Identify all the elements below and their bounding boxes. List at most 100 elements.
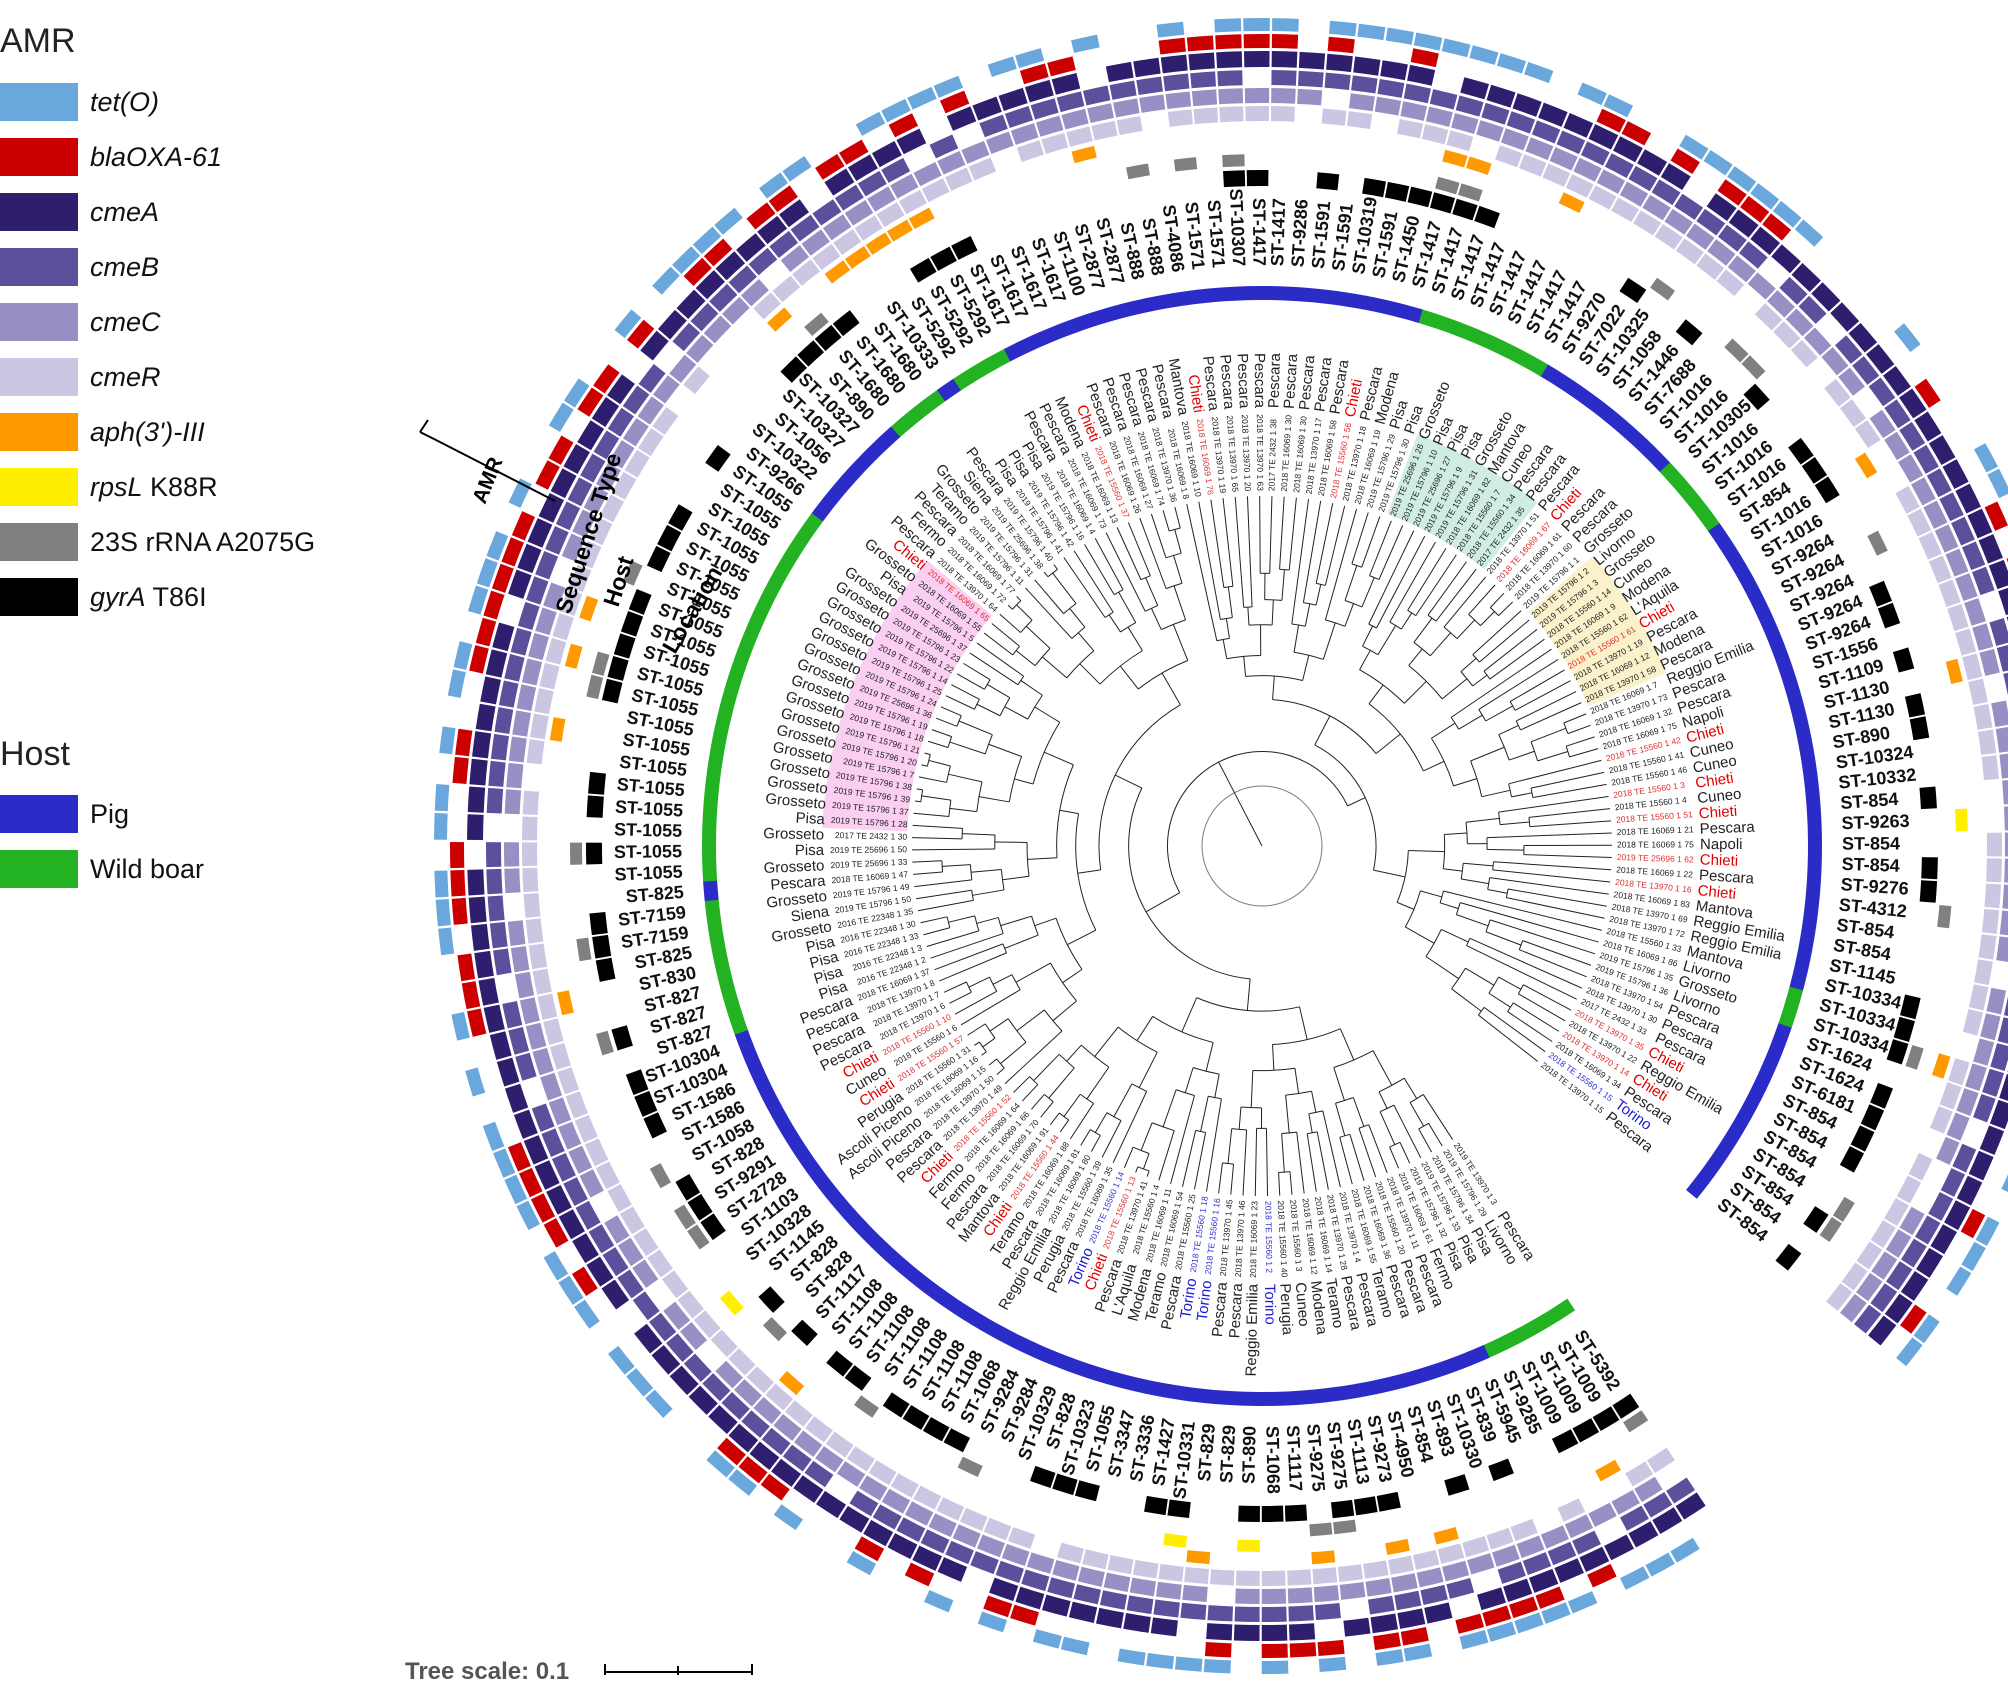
host-mark	[1808, 835, 1822, 855]
legend-amr-item: cmeB	[0, 247, 159, 287]
tree-branch	[990, 1019, 1008, 1031]
amr-mark	[1314, 1585, 1339, 1602]
amr-mark	[1008, 1527, 1035, 1549]
tree-branch	[1345, 604, 1354, 627]
amr-mark	[596, 958, 616, 982]
amr-mark	[1620, 278, 1647, 303]
tree-branch	[1523, 941, 1591, 966]
tree-branch	[1360, 650, 1371, 669]
tree-branch	[1120, 666, 1138, 689]
amr-mark	[515, 972, 534, 999]
amr-mark	[1133, 1560, 1159, 1579]
amr-mark	[903, 1405, 930, 1430]
tree-branch	[1080, 664, 1100, 684]
amr-mark	[515, 1053, 536, 1081]
amr-mark	[518, 602, 540, 630]
tree-branch	[977, 704, 1000, 715]
amr-mark	[511, 946, 529, 972]
host-mark	[1125, 1375, 1148, 1393]
amr-mark	[1163, 74, 1189, 92]
tree-branch	[1070, 1103, 1093, 1138]
amr-mark	[543, 1018, 563, 1045]
tree-branch	[949, 992, 971, 1003]
tree-branch	[929, 760, 951, 766]
amr-segment	[450, 842, 602, 868]
amr-mark	[1909, 1153, 1933, 1181]
amr-mark	[527, 739, 545, 764]
amr-mark	[999, 88, 1028, 111]
amr-mark	[1999, 753, 2008, 779]
amr-mark	[1401, 1627, 1429, 1646]
tree-branch	[1041, 1102, 1054, 1117]
tree-branch	[1070, 609, 1085, 628]
tree-branch	[1469, 585, 1495, 615]
amr-mark	[1188, 52, 1214, 70]
tree-branch	[1005, 707, 1028, 719]
tree-branch	[1519, 950, 1586, 977]
host-mark	[1182, 1386, 1203, 1402]
amr-mark	[493, 949, 512, 976]
amr-mark	[1996, 727, 2008, 753]
tree-branch	[1235, 497, 1243, 607]
amr-mark	[1222, 154, 1245, 167]
isolate-label: 2018 TE 13970 1 46	[1233, 1200, 1247, 1278]
sequence-type-label: ST-1117	[1283, 1425, 1306, 1492]
legend-host-label: Pig	[90, 799, 129, 830]
amr-mark	[471, 924, 490, 951]
tree-branches	[912, 496, 1612, 1196]
tree-branch	[1147, 1171, 1149, 1177]
tree-branch	[1334, 1067, 1345, 1100]
amr-mark	[1438, 1543, 1465, 1564]
amr-mark	[1223, 170, 1245, 187]
tree-branch	[1486, 706, 1513, 721]
tree-branch	[1478, 1015, 1537, 1061]
amr-mark	[1430, 192, 1455, 213]
amr-mark	[1982, 1069, 2004, 1097]
host-mark	[1363, 296, 1385, 314]
amr-mark	[1309, 1522, 1332, 1536]
sequence-type-label: ST-1068	[1262, 1426, 1283, 1494]
amr-mark	[457, 953, 475, 981]
amr-mark	[1388, 1556, 1414, 1575]
amr-mark	[1947, 604, 1969, 631]
tree-branch	[1141, 1123, 1152, 1151]
amr-mark	[924, 1590, 953, 1612]
amr-mark	[1998, 586, 2008, 615]
amr-mark	[1411, 48, 1439, 67]
amr-mark	[1216, 51, 1242, 68]
legend-amr-label: 23S rRNA A2075G	[90, 527, 315, 558]
tree-branch	[1315, 745, 1376, 870]
amr-mark	[1136, 77, 1163, 95]
amr-segment	[1243, 18, 1270, 186]
amr-mark	[1830, 302, 1859, 332]
amr-mark	[816, 1491, 846, 1518]
amr-mark	[1011, 123, 1039, 145]
tree-branch	[987, 684, 1010, 697]
amr-mark	[1407, 65, 1435, 86]
amr-mark	[1235, 1607, 1260, 1622]
amr-mark	[1795, 219, 1823, 246]
tree-branch	[1369, 531, 1414, 625]
tree-branch	[1005, 935, 1039, 948]
tree-branch	[1162, 673, 1180, 705]
amr-mark	[1161, 55, 1188, 74]
tree-branch	[1106, 533, 1145, 612]
tree-branch	[1511, 793, 1531, 797]
amr-mark	[1476, 120, 1504, 142]
amr-mark	[1262, 1571, 1286, 1586]
legend-amr-item: cmeC	[0, 302, 161, 342]
location-label: Torino	[1261, 1284, 1279, 1325]
amr-mark	[1354, 1496, 1378, 1515]
tree-branch	[1017, 605, 1032, 620]
tree-branch	[1452, 989, 1482, 1011]
tree-branch	[1215, 1074, 1219, 1098]
host-mark	[708, 745, 725, 767]
tree-branch	[1095, 538, 1123, 589]
amr-mark	[1237, 1540, 1260, 1552]
amr-mark	[1870, 1083, 1893, 1109]
tree-branch	[977, 643, 1024, 676]
tree-branch	[1174, 586, 1186, 620]
amr-mark	[883, 1392, 910, 1417]
amr-mark	[1386, 28, 1414, 45]
tree-branch	[968, 1024, 986, 1035]
